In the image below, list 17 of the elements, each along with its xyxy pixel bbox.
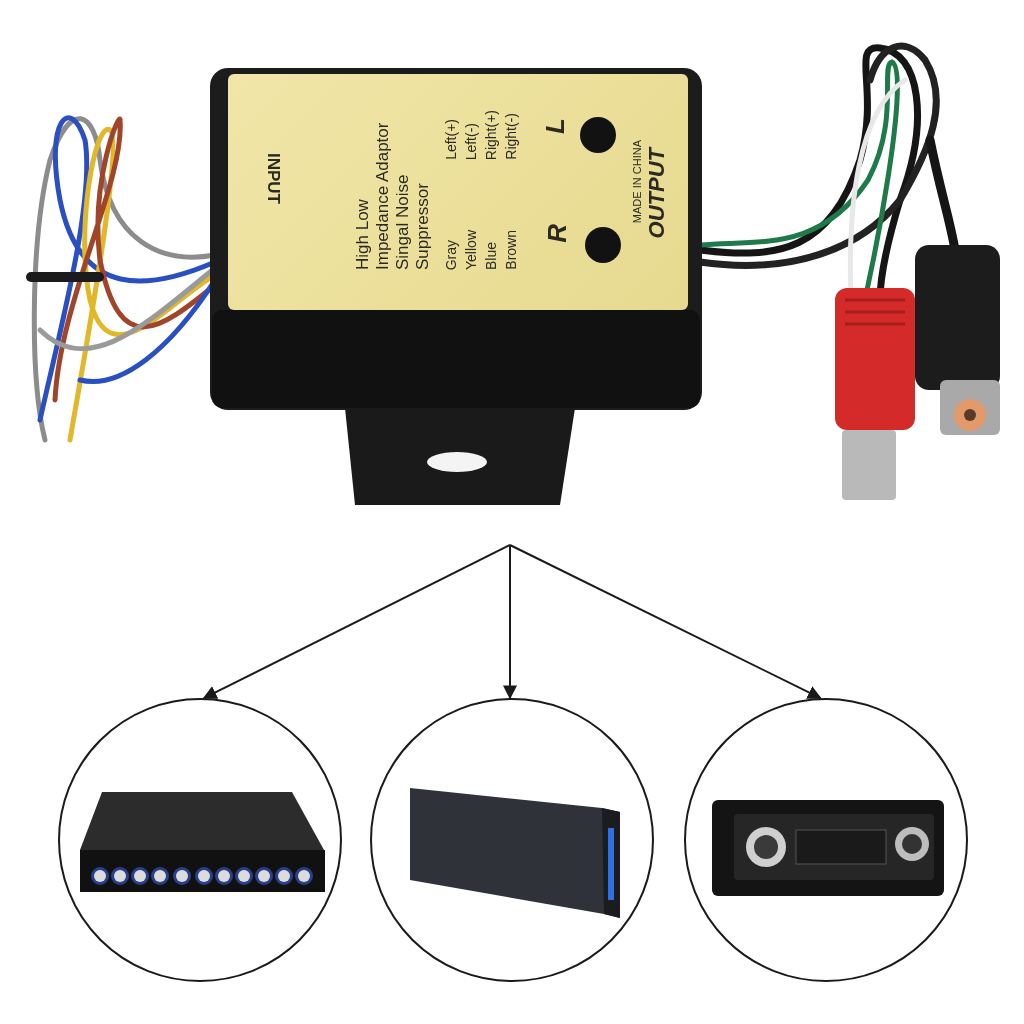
input-label: INPUT xyxy=(263,153,283,204)
channel-letter: L xyxy=(541,118,571,134)
wire-color-label: Gray xyxy=(443,239,460,270)
channel-label: Left(-) xyxy=(463,122,480,160)
wire-color-label: Blue xyxy=(483,241,500,270)
wire-color-label: Yellow xyxy=(463,230,480,270)
channel-letter: R xyxy=(543,224,573,243)
product-title: High Low Impedance Adaptor Singal Noise Suppressor xyxy=(353,121,433,270)
wire-color-label: Brown xyxy=(503,230,520,270)
channel-label: Left(+) xyxy=(443,119,460,160)
arrow xyxy=(503,544,517,700)
channel-label: Right(+) xyxy=(483,109,500,160)
arrow xyxy=(509,544,822,700)
origin-label: MADE IN CHINA xyxy=(631,140,644,224)
channel-label: Right(-) xyxy=(503,113,520,160)
output-label: OUTPUT xyxy=(644,148,670,239)
arrow xyxy=(202,544,511,700)
